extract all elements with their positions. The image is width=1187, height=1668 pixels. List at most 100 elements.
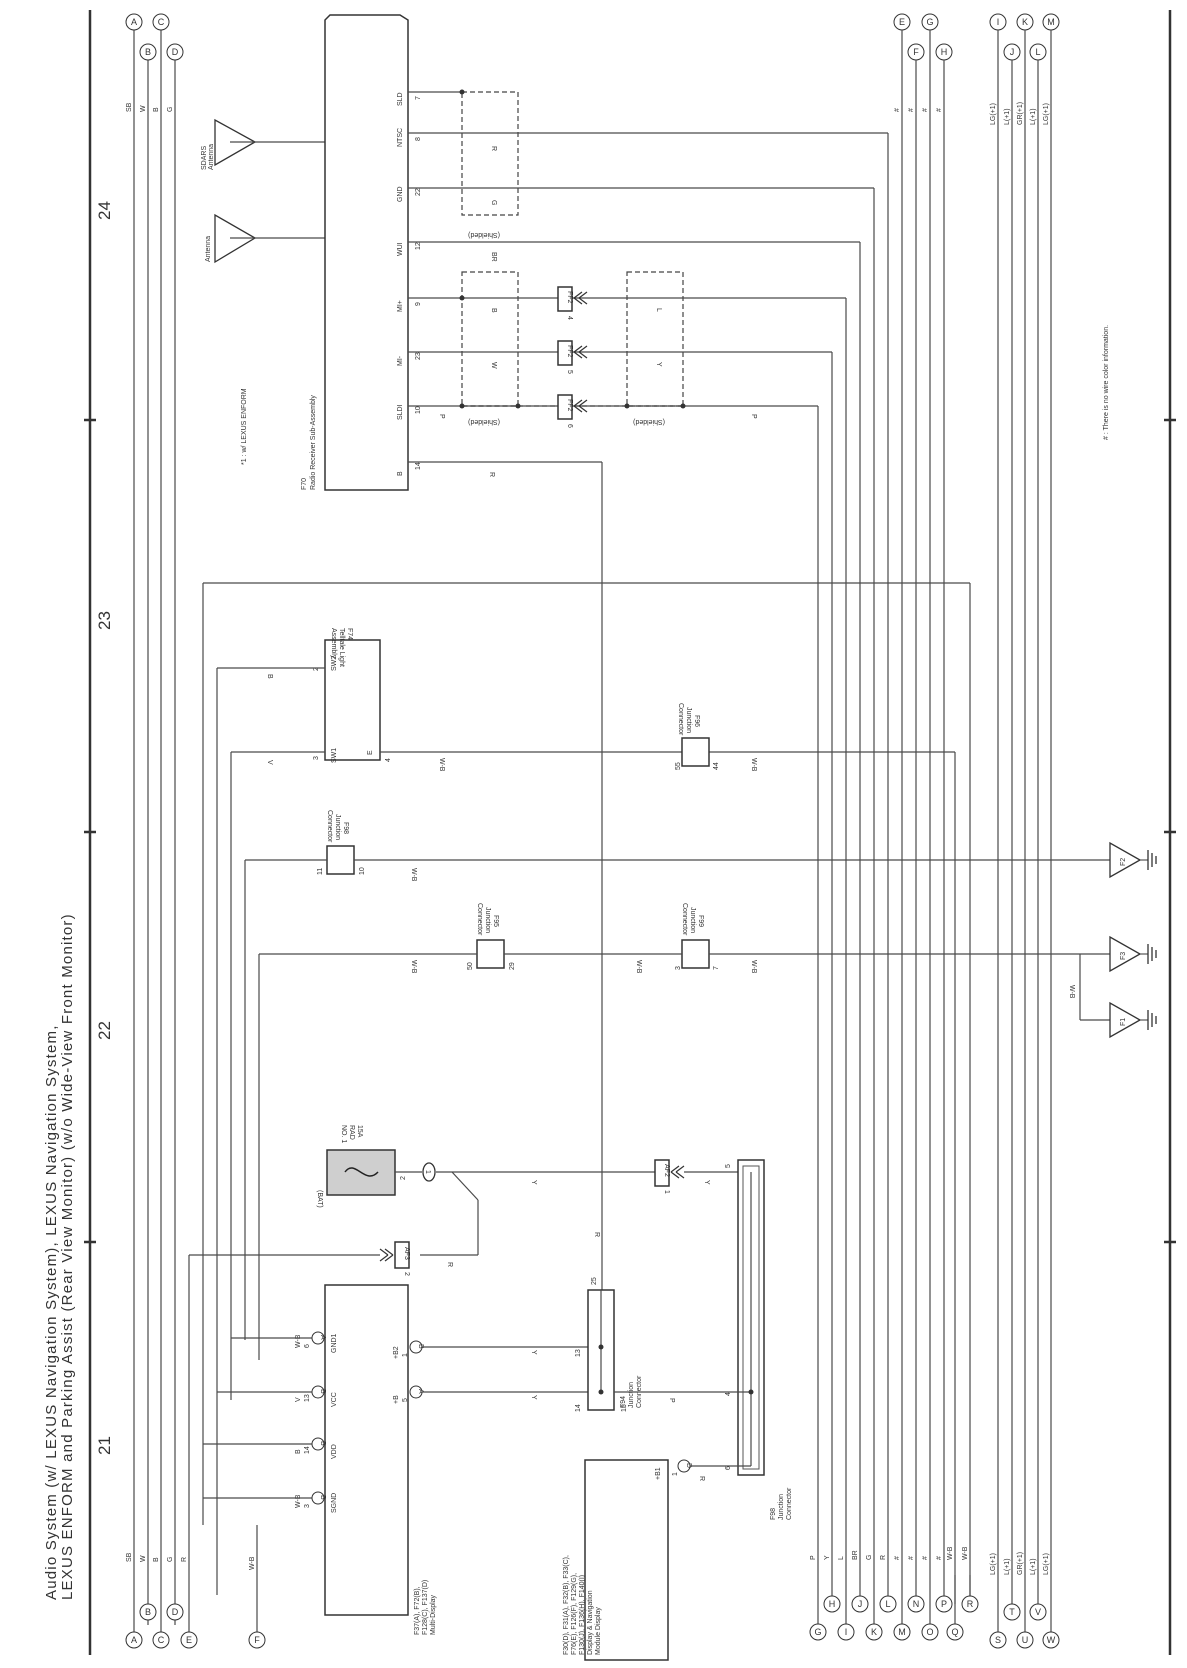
bottom-left-connectors: A B C D E F xyxy=(125,1603,266,1649)
wire-color-label: GR(+1) xyxy=(1017,1552,1024,1575)
f70-pin-number: 14 xyxy=(415,462,422,470)
svg-text:4: 4 xyxy=(725,1392,732,1396)
svg-text:B: B xyxy=(490,308,497,313)
svg-text:R: R xyxy=(446,1262,453,1267)
f70-pin-name: MI+ xyxy=(397,300,404,312)
circle-M xyxy=(893,1623,911,1641)
circle-H xyxy=(823,1595,841,1613)
svg-text:F30(D), F31(A), F32(B), F33(C): F30(D), F31(A), F32(B), F33(C), xyxy=(563,1555,570,1655)
wire-color-label: L xyxy=(838,1556,845,1560)
wire-color-label: # xyxy=(908,1556,915,1560)
bottom-right-connectors: GPHYILJBRKGLRM#N#O#P#QW-BRW-BSLG(+1)TL(+… xyxy=(809,1546,1060,1649)
svg-text:Junction: Junction xyxy=(778,1494,785,1520)
junction-f96: F96 Junction Connector 55 44 W-B xyxy=(675,703,757,772)
svg-text:44: 44 xyxy=(713,762,720,770)
wire-color-label: L(+1) xyxy=(1004,1558,1011,1575)
f37-pin-number: 5 xyxy=(402,1398,409,1402)
svg-text:V: V xyxy=(266,760,273,765)
f70-pin-number: 22 xyxy=(415,188,422,196)
junction-f98-b: F98 Junction Connector 4 6 xyxy=(614,1159,793,1520)
svg-text:G: G xyxy=(926,17,933,27)
svg-text:Junction: Junction xyxy=(334,814,341,840)
svg-text:1: 1 xyxy=(424,1170,431,1174)
svg-text:25: 25 xyxy=(591,1277,598,1285)
circle-label: O xyxy=(926,1627,933,1637)
f70-pin-name: GND xyxy=(397,186,404,202)
svg-text:E: E xyxy=(899,17,905,27)
svg-text:(BAT): (BAT) xyxy=(316,1190,323,1208)
svg-text:Connector: Connector xyxy=(326,810,333,843)
svg-text:W-B: W-B xyxy=(750,758,757,772)
f37-connector-circle xyxy=(311,1491,325,1505)
wire-color-label: G xyxy=(866,1555,873,1560)
svg-text:50: 50 xyxy=(467,962,474,970)
svg-text:5: 5 xyxy=(566,370,573,374)
svg-text:RAD: RAD xyxy=(348,1125,355,1140)
svg-text:D: D xyxy=(685,1463,692,1468)
svg-text:1: 1 xyxy=(672,1472,679,1476)
svg-text:F: F xyxy=(913,47,919,57)
f70-pin-name: SLD xyxy=(397,92,404,106)
wire-color-label: # xyxy=(922,1556,929,1560)
svg-text:(Shielded): (Shielded) xyxy=(468,418,500,425)
f37-connector-circle xyxy=(311,1331,325,1345)
circle-L xyxy=(879,1595,897,1613)
circle-P xyxy=(935,1595,953,1613)
f37-pin-number: 3 xyxy=(304,1504,311,1508)
circle-label: S xyxy=(995,1635,1001,1645)
svg-text:Connector: Connector xyxy=(681,903,688,936)
svg-text:F95: F95 xyxy=(492,915,499,927)
f70-wire-colors: R G BR B W P R P L Y xyxy=(438,146,757,477)
f70-pin-name: WUI xyxy=(397,242,404,256)
circle-A-bottom: A xyxy=(131,1635,137,1645)
cross-wire xyxy=(202,582,971,1604)
svg-text:Junction: Junction xyxy=(689,907,696,933)
circle-A-top: A xyxy=(131,17,137,27)
f37-wire-color: W-B xyxy=(295,1494,302,1508)
f37-pin-number: 1 xyxy=(402,1353,409,1357)
connector-af2: AF2 1 Y 5 xyxy=(654,1159,738,1194)
svg-text:3: 3 xyxy=(313,756,320,760)
diagram-title-line2: LEXUS ENFORM and Parking Assist (Rear Vi… xyxy=(59,913,76,1600)
svg-text:15A: 15A xyxy=(356,1125,363,1138)
f37-pin-name: VDD xyxy=(331,1444,338,1459)
svg-text:2: 2 xyxy=(403,1272,410,1276)
svg-text:Antenna: Antenna xyxy=(205,236,212,262)
circle-label: W xyxy=(1047,1635,1056,1645)
circle-label: R xyxy=(967,1599,974,1609)
svg-text:FF2: FF2 xyxy=(566,345,573,358)
wire-color-label: LG(+1) xyxy=(1043,1553,1050,1575)
circle-W xyxy=(1042,1631,1060,1649)
f37-pin-name: VCC xyxy=(331,1392,338,1407)
svg-text:SB: SB xyxy=(126,102,133,112)
svg-text:B: B xyxy=(153,1557,160,1562)
f37-connector-letter: B xyxy=(319,1389,326,1394)
svg-text:Y: Y xyxy=(655,362,662,367)
wire-color-label: LG(+1) xyxy=(990,1553,997,1575)
circle-label: V xyxy=(1035,1607,1041,1617)
section-21: 21 xyxy=(95,1436,114,1455)
svg-text:F98: F98 xyxy=(342,822,349,834)
svg-text:Display & Navigation: Display & Navigation xyxy=(587,1590,594,1655)
note-no-wire-color: # : There is no wire color information. xyxy=(1103,325,1110,440)
svg-text:AF2: AF2 xyxy=(663,1164,670,1177)
svg-text:Junction: Junction xyxy=(685,707,692,733)
svg-text:G: G xyxy=(167,1557,174,1562)
svg-text:P: P xyxy=(438,414,445,419)
svg-text:G: G xyxy=(167,107,174,112)
multi-display-f37: F37(A), F72(B), F128(C), F137(D) Multi-D… xyxy=(203,1284,588,1635)
section-24: 24 xyxy=(95,201,114,220)
svg-text:F76(E), F126(F), F129(G),: F76(E), F126(F), F129(G), xyxy=(571,1573,578,1655)
f70-pin-number: 7 xyxy=(415,96,422,100)
f37-pin-number: 14 xyxy=(304,1446,311,1454)
f70-pin-name: MI- xyxy=(397,355,404,366)
svg-text:L: L xyxy=(1035,47,1040,57)
svg-text:B: B xyxy=(266,674,273,679)
svg-text:R: R xyxy=(698,1476,705,1481)
ff2-connectors: FF2 4 FF2 5 FF2 6 xyxy=(557,286,588,428)
f70-pin-number: 9 xyxy=(415,302,422,306)
junction-f98-a: F98 Junction Connector 11 10 W-B xyxy=(244,810,1110,1340)
svg-text:LG(+1): LG(+1) xyxy=(1043,103,1050,125)
circle-label: K xyxy=(871,1627,877,1637)
